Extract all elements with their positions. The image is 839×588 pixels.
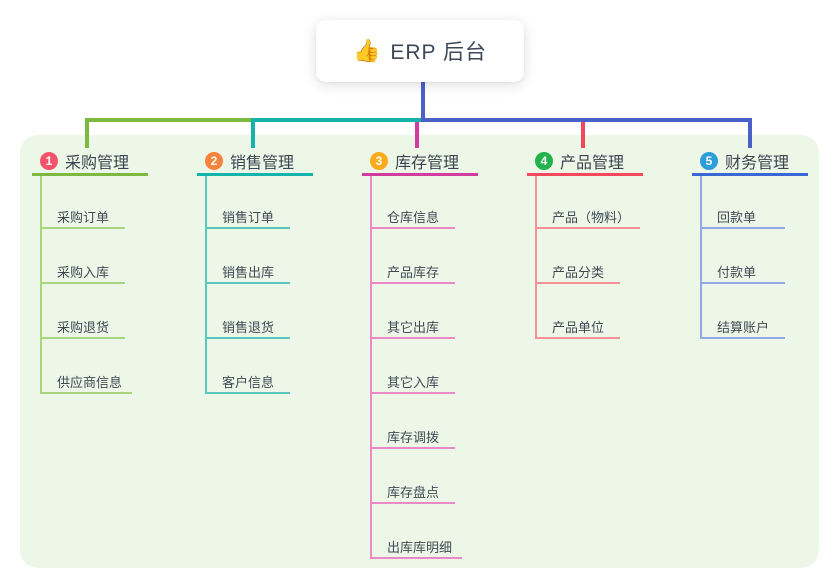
branch-trunk-line — [535, 176, 537, 339]
branch-node-finance[interactable]: 5 财务管理 — [692, 149, 808, 176]
child-node[interactable]: 回款单 — [700, 209, 785, 229]
child-node[interactable]: 付款单 — [700, 264, 785, 284]
child-node[interactable]: 采购退货 — [40, 319, 125, 339]
child-node[interactable]: 销售退货 — [205, 319, 290, 339]
child-node[interactable]: 产品（物料） — [535, 209, 641, 229]
branch-node-purchase[interactable]: 1 采购管理 — [32, 149, 148, 176]
child-node[interactable]: 其它入库 — [370, 374, 455, 394]
branches-panel — [20, 135, 819, 568]
branch-number-badge: 5 — [700, 152, 718, 170]
child-node[interactable]: 客户信息 — [205, 374, 290, 394]
branch-trunk-line — [370, 176, 372, 559]
child-node[interactable]: 采购入库 — [40, 264, 125, 284]
child-node[interactable]: 产品单位 — [535, 319, 620, 339]
child-node[interactable]: 销售订单 — [205, 209, 290, 229]
child-node[interactable]: 产品分类 — [535, 264, 620, 284]
branch-number-badge: 1 — [40, 152, 58, 170]
child-node[interactable]: 出库库明细 — [370, 539, 463, 559]
child-node[interactable]: 仓库信息 — [370, 209, 455, 229]
connector-drop-sales — [251, 118, 255, 148]
thumbs-up-icon: 👍 — [352, 38, 381, 63]
root-node[interactable]: 👍 ERP 后台 — [316, 20, 524, 82]
connector-bus-right-blue — [421, 118, 752, 122]
root-title: ERP 后台 — [390, 41, 488, 64]
connector-root-stub — [421, 82, 425, 122]
child-node[interactable]: 销售出库 — [205, 264, 290, 284]
child-node[interactable]: 库存盘点 — [370, 484, 455, 504]
branch-label: 产品管理 — [560, 155, 625, 172]
child-node[interactable]: 结算账户 — [700, 319, 785, 339]
child-node[interactable]: 供应商信息 — [40, 374, 133, 394]
connector-bus-left-teal — [251, 118, 421, 122]
connector-drop-purchase — [85, 118, 89, 148]
branch-node-inventory[interactable]: 3 库存管理 — [362, 149, 478, 176]
branch-trunk-line — [205, 176, 207, 394]
branch-number-badge: 2 — [205, 152, 223, 170]
child-node[interactable]: 采购订单 — [40, 209, 125, 229]
branch-label: 库存管理 — [395, 155, 460, 172]
connector-drop-inventory — [415, 122, 419, 148]
branch-number-badge: 4 — [535, 152, 553, 170]
branch-node-sales[interactable]: 2 销售管理 — [197, 149, 313, 176]
branch-node-product[interactable]: 4 产品管理 — [527, 149, 643, 176]
branch-number-badge: 3 — [370, 152, 388, 170]
branch-label: 销售管理 — [230, 155, 295, 172]
child-node[interactable]: 库存调拨 — [370, 429, 455, 449]
connector-drop-product — [581, 122, 585, 148]
child-node[interactable]: 其它出库 — [370, 319, 455, 339]
branch-trunk-line — [700, 176, 702, 339]
branch-trunk-line — [40, 176, 42, 394]
branch-label: 采购管理 — [65, 155, 130, 172]
child-node[interactable]: 产品库存 — [370, 264, 455, 284]
connector-drop-finance — [748, 118, 752, 148]
branch-label: 财务管理 — [725, 155, 790, 172]
